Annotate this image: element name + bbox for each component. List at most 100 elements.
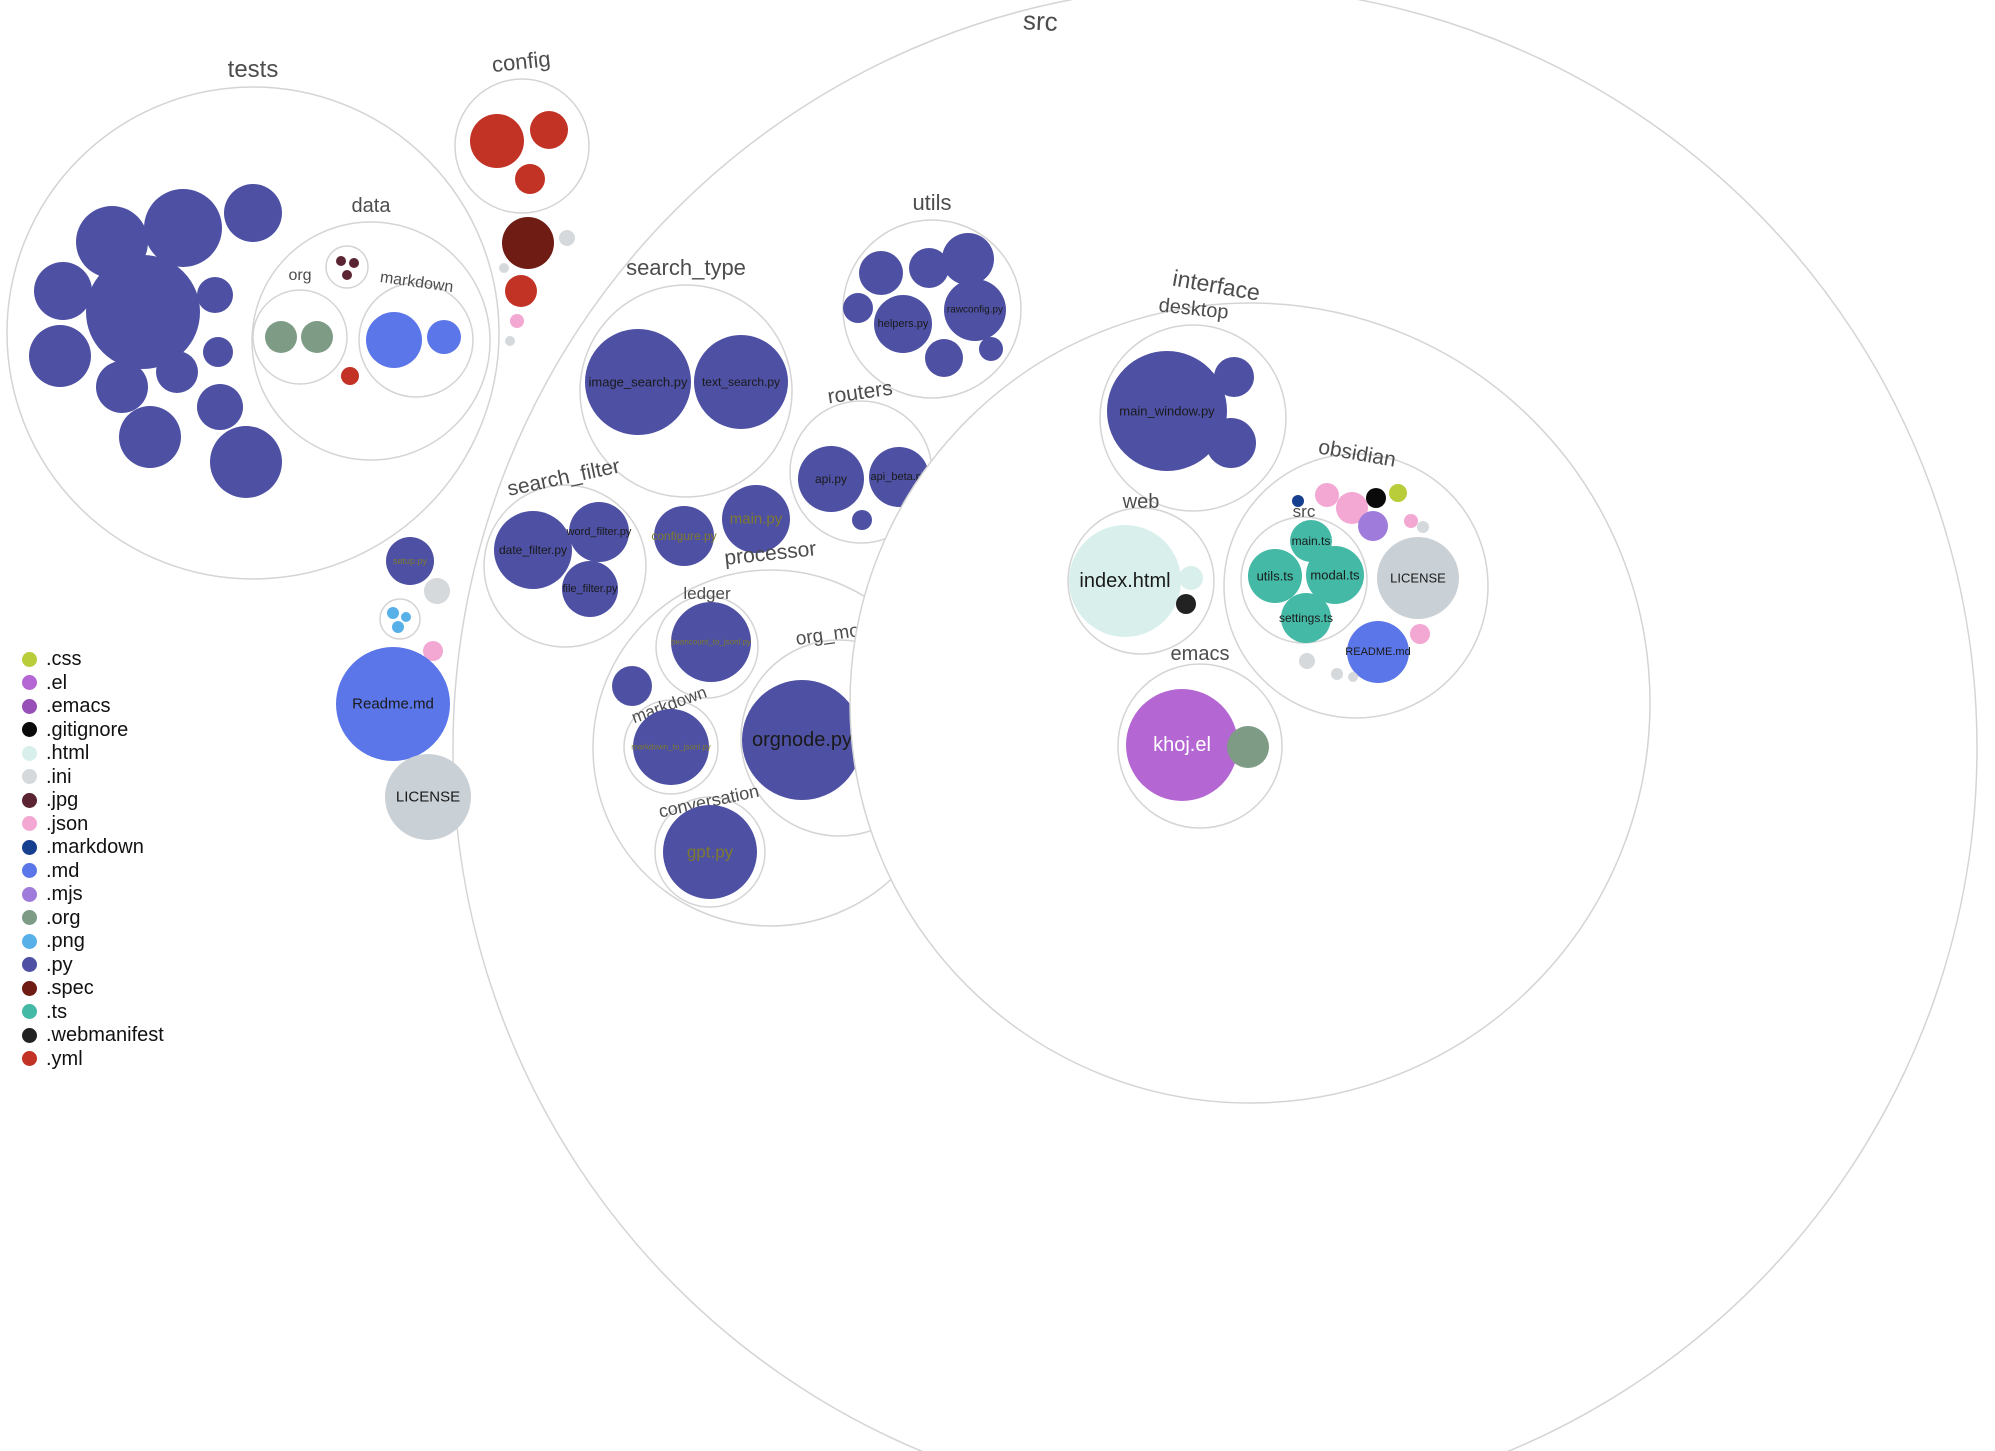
file-circle-py-file[interactable] [203, 337, 233, 367]
legend-dot-markdown [22, 839, 37, 855]
file-label: word_filter.py [566, 526, 632, 538]
file-circle-word_filter.py[interactable] [569, 502, 629, 562]
file-circle-LICENSE[interactable] [1377, 537, 1459, 619]
file-label: gpt.py [687, 843, 734, 862]
file-circle-configure.py[interactable] [654, 506, 714, 566]
legend-item-emacs: .emacs [22, 696, 164, 716]
file-circle-py-file[interactable] [119, 406, 181, 468]
file-circle-ini-file[interactable] [1299, 653, 1315, 669]
file-circle-json-file[interactable] [1404, 514, 1418, 528]
file-circle-py-file[interactable] [34, 262, 92, 320]
file-circle-ini-file[interactable] [1417, 521, 1429, 533]
file-circle-helpers.py[interactable] [874, 295, 932, 353]
file-circle-rawconfig.py[interactable] [944, 279, 1006, 341]
file-circle-yml-file[interactable] [515, 164, 545, 194]
file-circle-ini-file[interactable] [559, 230, 575, 246]
file-circle-yml-file[interactable] [530, 111, 568, 149]
file-circle-beancount_to_jsonl.py[interactable] [671, 602, 751, 682]
legend-label: .mjs [46, 883, 83, 905]
file-circle-yml-file[interactable] [341, 367, 359, 385]
file-label: api.py [815, 472, 847, 486]
file-circle-spec-file[interactable] [502, 217, 554, 269]
folder-label: emacs [1171, 643, 1230, 665]
file-circle-py-file[interactable] [156, 351, 198, 393]
file-circle-json-file[interactable] [1315, 483, 1339, 507]
folder-circle-org[interactable] [252, 289, 348, 385]
file-circle-py-file[interactable] [197, 384, 243, 430]
file-circle-py-file[interactable] [197, 277, 233, 313]
folder-circle-unnamed[interactable] [379, 598, 421, 640]
file-circle-py-file[interactable] [224, 184, 282, 242]
file-circle-py-file[interactable] [96, 361, 148, 413]
file-circle-Readme.md[interactable] [336, 647, 450, 761]
file-circle-yml-file[interactable] [470, 114, 524, 168]
file-circle-markdown_to_jsonl.py[interactable] [633, 709, 709, 785]
file-circle-markdown-file[interactable] [1292, 495, 1304, 507]
file-label: text_search.py [702, 375, 780, 389]
file-label: image_search.py [589, 375, 688, 390]
file-circle-api.py[interactable] [798, 446, 864, 512]
file-circle-py-file[interactable] [29, 325, 91, 387]
folder-circle-unnamed[interactable] [325, 245, 369, 289]
file-circle-py-file[interactable] [852, 510, 872, 530]
file-circle-py-file[interactable] [144, 189, 222, 267]
file-circle-gpt.py[interactable] [663, 805, 757, 899]
file-circle-jpg-file[interactable] [349, 258, 359, 268]
file-circle-webmanifest-file[interactable] [1176, 594, 1196, 614]
file-circle-png-file[interactable] [387, 607, 399, 619]
legend-item-ts: .ts [22, 1002, 164, 1022]
file-circle-ini-file[interactable] [1348, 672, 1358, 682]
file-circle-main_window.py[interactable] [1107, 351, 1227, 471]
file-circle-gitignore-file[interactable] [1366, 488, 1386, 508]
file-circle-md-file[interactable] [427, 320, 461, 354]
file-circle-py-file[interactable] [859, 251, 903, 295]
file-circle-py-file[interactable] [909, 248, 949, 288]
file-circle-date_filter.py[interactable] [494, 511, 572, 589]
file-circle-py-file[interactable] [1206, 418, 1256, 468]
file-circle-json-file[interactable] [510, 314, 524, 328]
file-circle-md-file[interactable] [366, 312, 422, 368]
file-circle-json-file[interactable] [1410, 624, 1430, 644]
file-circle-orgnode.py[interactable] [742, 680, 862, 800]
file-circle-khoj.el[interactable] [1126, 689, 1238, 801]
file-circle-py-file[interactable] [210, 426, 282, 498]
file-circle-py-file[interactable] [979, 337, 1003, 361]
file-circle-org-file[interactable] [301, 321, 333, 353]
file-circle-py-file[interactable] [612, 666, 652, 706]
file-circle-mjs-file[interactable] [1358, 511, 1388, 541]
file-circle-py-file[interactable] [843, 293, 873, 323]
file-circle-org-file[interactable] [265, 321, 297, 353]
file-circle-ini-file[interactable] [499, 263, 509, 273]
file-circle-html-file[interactable] [1179, 566, 1203, 590]
file-circle-png-file[interactable] [401, 612, 411, 622]
file-circle-utils.ts[interactable] [1248, 549, 1302, 603]
file-circle-json-file[interactable] [423, 641, 443, 661]
file-circle-css-file[interactable] [1389, 484, 1407, 502]
file-circle-README.md[interactable] [1347, 621, 1409, 683]
file-circle-LICENSE[interactable] [385, 754, 471, 840]
legend-label: .jpg [46, 789, 79, 811]
file-circle-ini-file[interactable] [424, 578, 450, 604]
file-circle-org-file[interactable] [1227, 726, 1269, 768]
file-circle-yml-file[interactable] [505, 275, 537, 307]
file-circle-index.html[interactable] [1069, 525, 1181, 637]
file-circle-file_filter.py[interactable] [562, 561, 618, 617]
file-label: utils.ts [1257, 569, 1294, 584]
file-circle-setup.py[interactable] [386, 537, 434, 585]
file-circle-py-file[interactable] [925, 339, 963, 377]
file-circle-py-file[interactable] [942, 233, 994, 285]
file-circle-main.py[interactable] [722, 485, 790, 553]
file-circle-modal.ts[interactable] [1306, 546, 1364, 604]
folder-label: org [288, 267, 311, 284]
file-circle-settings.ts[interactable] [1281, 593, 1331, 643]
file-circle-ini-file[interactable] [1331, 668, 1343, 680]
file-circle-py-file[interactable] [1214, 357, 1254, 397]
file-circle-json-file[interactable] [1336, 492, 1368, 524]
file-circle-image_search.py[interactable] [585, 329, 691, 435]
file-circle-jpg-file[interactable] [336, 256, 346, 266]
file-circle-png-file[interactable] [392, 621, 404, 633]
file-circle-text_search.py[interactable] [694, 335, 788, 429]
file-circle-ini-file[interactable] [505, 336, 515, 346]
file-circle-jpg-file[interactable] [342, 270, 352, 280]
file-circle-py-file[interactable] [86, 255, 200, 369]
